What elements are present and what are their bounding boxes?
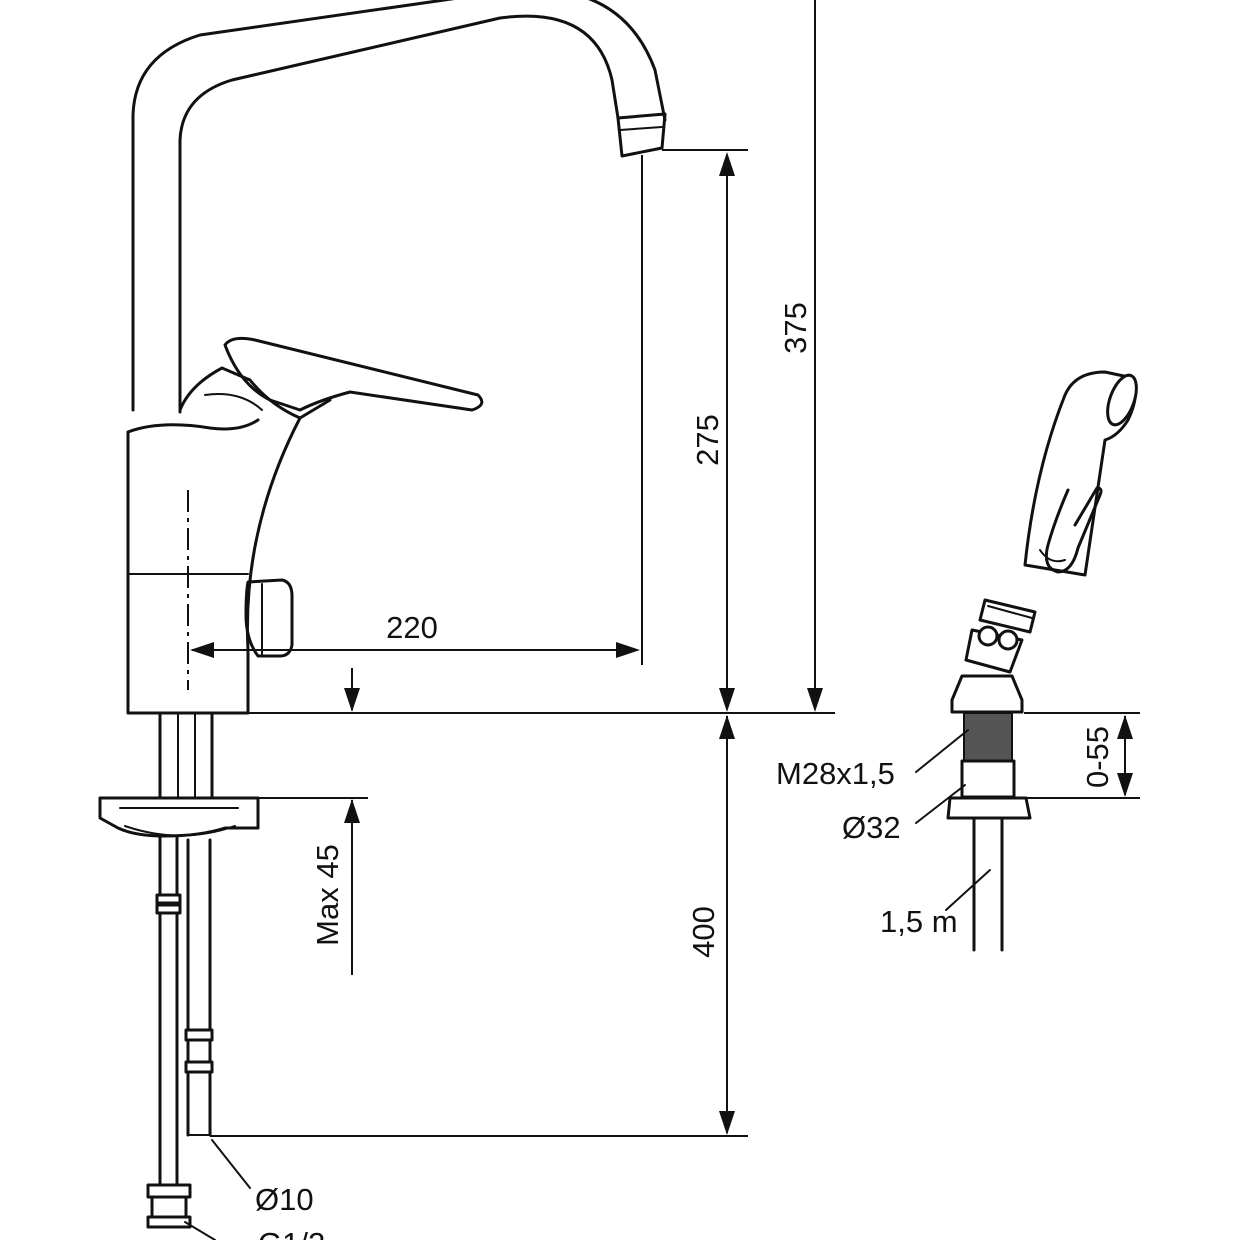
side-knob [244, 578, 294, 658]
spout-outer [131, 0, 667, 412]
dimension-labels: 275 375 220 Max 45 400 Ø10 G1/2 M28x1,5 … [255, 302, 1115, 1240]
faucet-body [126, 416, 302, 715]
spray-head [1023, 370, 1138, 577]
supply-pipes [155, 836, 214, 1187]
lever-handle [223, 336, 484, 412]
label-spray-thread: M28x1,5 [776, 756, 895, 791]
label-spray-hose: 1,5 m [880, 904, 958, 939]
spray-base [950, 674, 1024, 714]
lever-neck [178, 366, 332, 420]
spout-inner [178, 14, 620, 414]
faucet [98, 0, 667, 1229]
label-spout-reach: 220 [386, 610, 438, 645]
label-spout-height: 275 [690, 414, 725, 466]
side-spray [915, 370, 1140, 952]
label-supply-pipe: Ø10 [255, 1182, 314, 1217]
mounting-plate [98, 796, 260, 838]
supply-fitting [146, 1183, 192, 1229]
spout-tip [616, 112, 667, 158]
label-hose-length: 400 [686, 906, 721, 958]
label-supply-connection: G1/2 [258, 1226, 325, 1240]
label-spray-deck-range: 0-55 [1080, 726, 1115, 788]
label-spray-hole: Ø32 [842, 810, 901, 845]
dimension-lines [184, 0, 835, 1240]
label-deck-thickness: Max 45 [310, 844, 345, 946]
label-total-height: 375 [778, 302, 813, 354]
